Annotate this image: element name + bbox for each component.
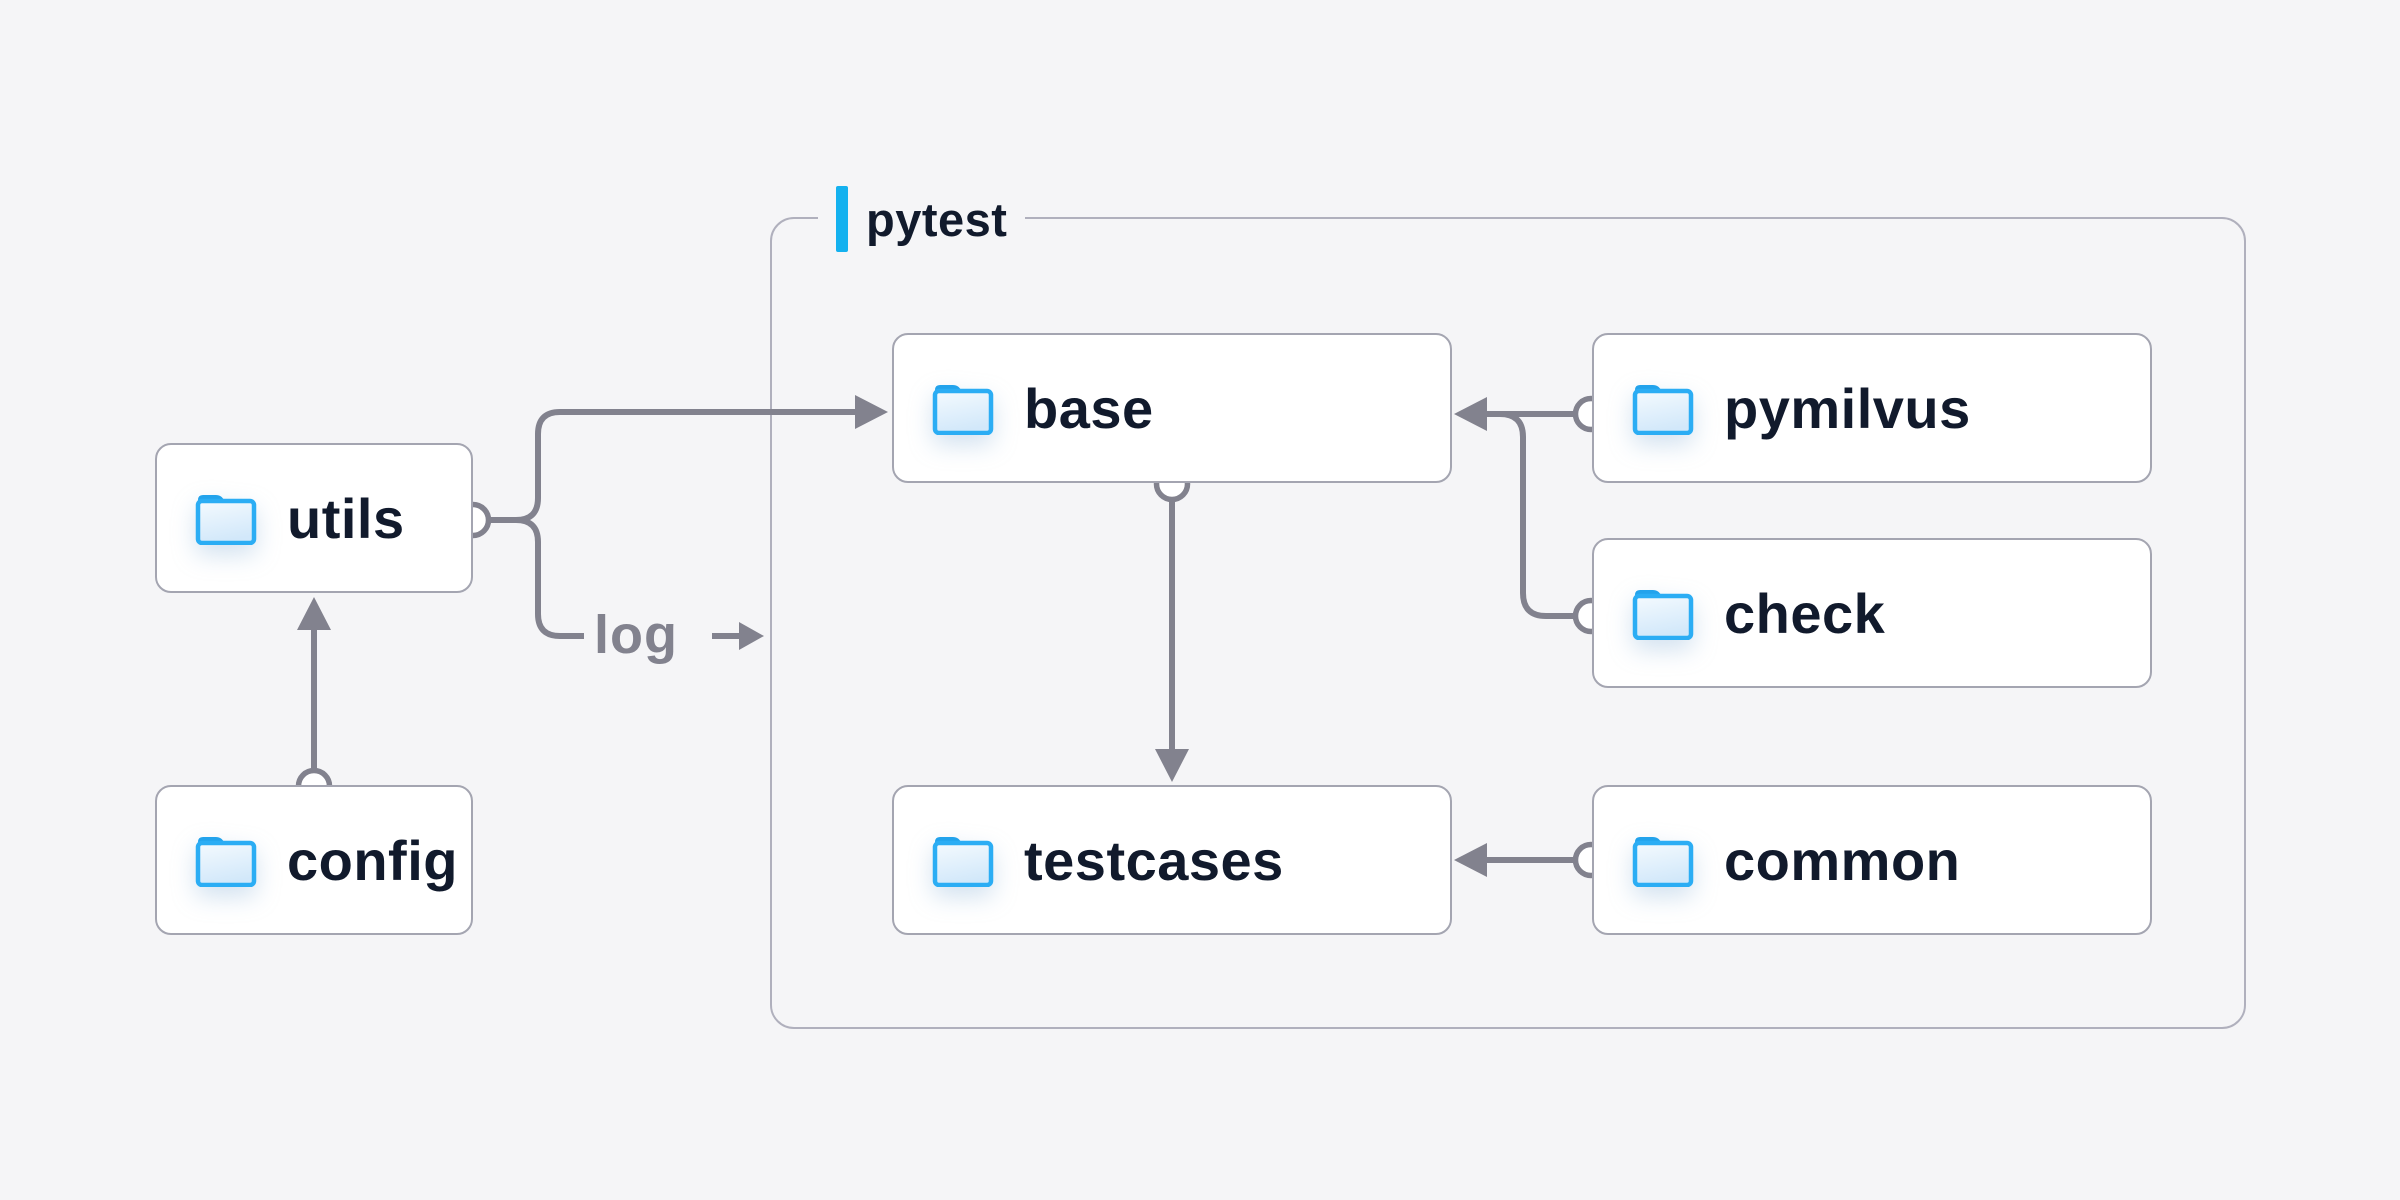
node-label: config bbox=[287, 828, 458, 892]
folder-icon bbox=[195, 837, 257, 887]
edge-label-log: log bbox=[594, 605, 678, 665]
node-common: common bbox=[1592, 785, 2152, 935]
node-label: common bbox=[1724, 828, 1961, 892]
node-config: config bbox=[155, 785, 473, 935]
pytest-group: pytest bbox=[770, 183, 2246, 1029]
log-arrow-icon bbox=[739, 622, 764, 650]
folder-icon bbox=[932, 385, 994, 435]
node-label: testcases bbox=[1024, 828, 1284, 892]
folder-icon bbox=[195, 495, 257, 545]
node-utils: utils bbox=[155, 443, 473, 593]
node-base: base bbox=[892, 333, 1452, 483]
folder-icon bbox=[1632, 837, 1694, 887]
node-testcases: testcases bbox=[892, 785, 1452, 935]
folder-icon bbox=[1632, 590, 1694, 640]
pytest-group-label: pytest bbox=[818, 183, 1026, 255]
folder-icon bbox=[1632, 385, 1694, 435]
group-title: pytest bbox=[866, 192, 1008, 246]
folder-icon bbox=[932, 837, 994, 887]
node-check: check bbox=[1592, 538, 2152, 688]
arrowhead-into-utils bbox=[297, 597, 331, 630]
accent-bar-icon bbox=[836, 186, 848, 252]
edge-utils-to-log bbox=[515, 517, 584, 639]
node-label: pymilvus bbox=[1724, 376, 1971, 440]
node-label: check bbox=[1724, 581, 1886, 645]
node-label: utils bbox=[287, 486, 405, 550]
node-label: base bbox=[1024, 376, 1154, 440]
node-pymilvus: pymilvus bbox=[1592, 333, 2152, 483]
